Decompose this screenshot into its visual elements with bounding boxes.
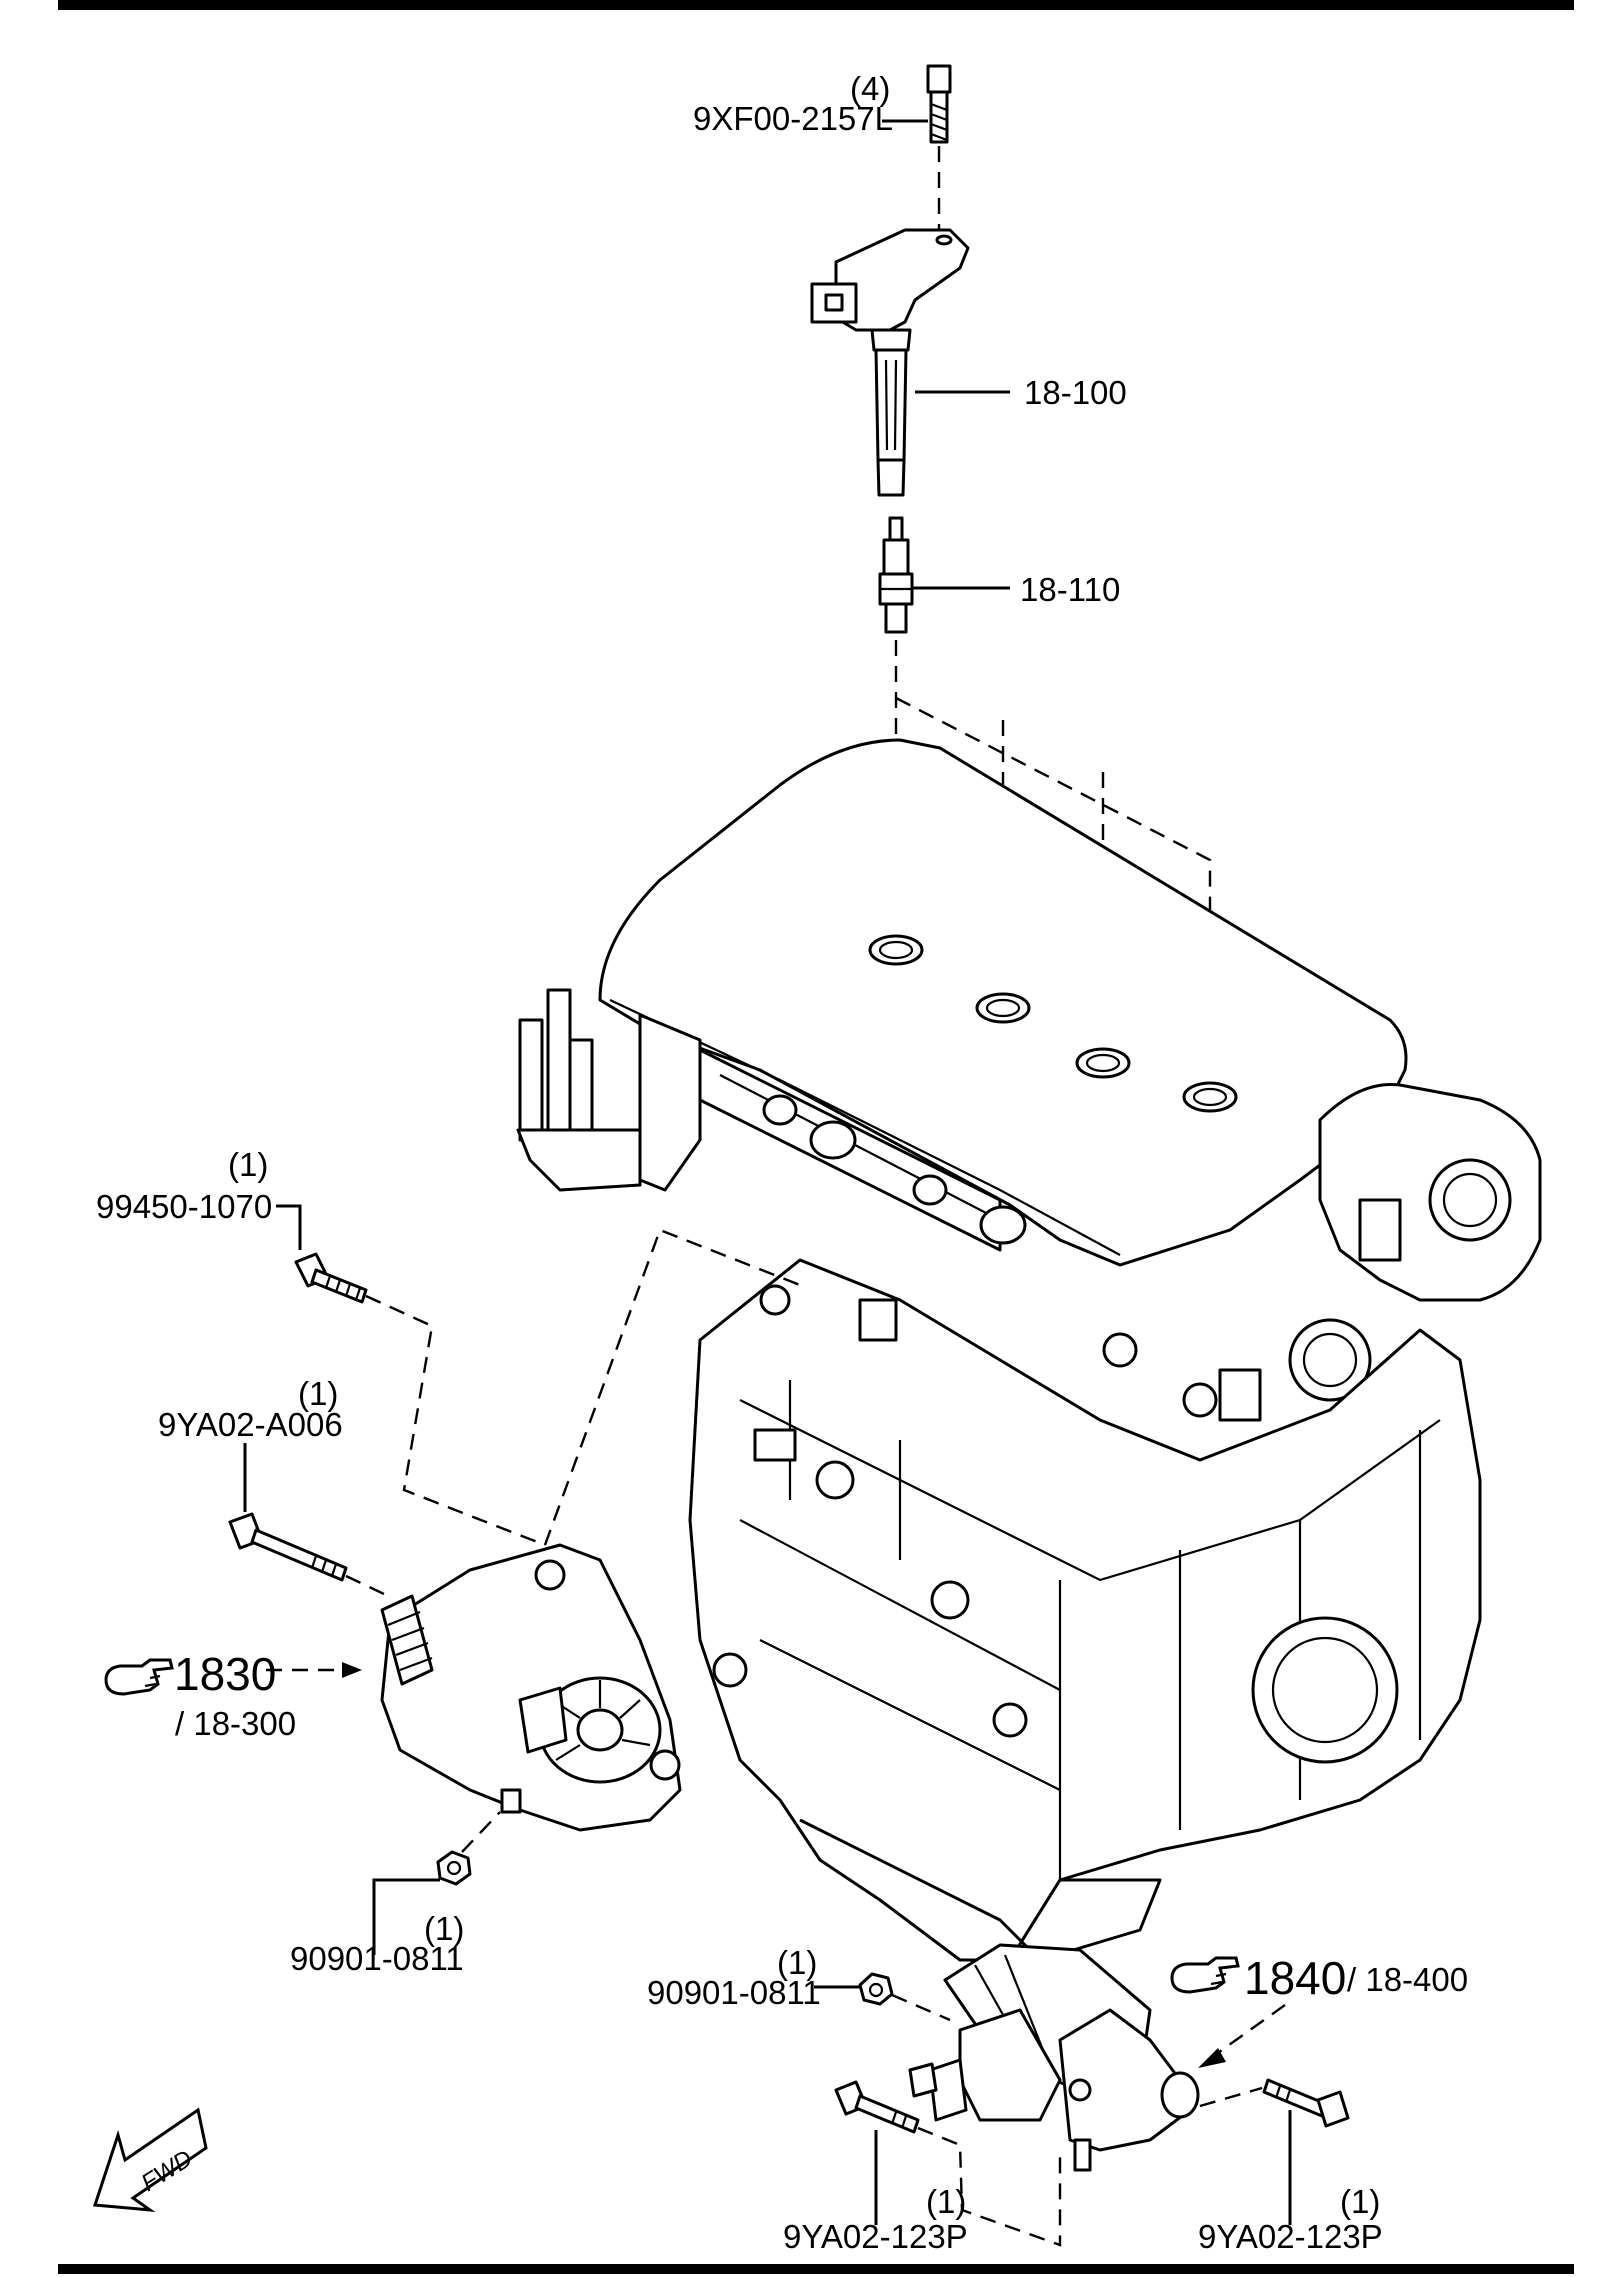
starter-right-bolt-part-number: 9YA02-123P [1198,2218,1383,2255]
ignition-coil-part-number: 18-100 [1024,374,1127,411]
pointing-hand-icon [1170,1956,1240,1994]
pointing-hand-icon [104,1658,174,1696]
starter-figure-ref: 1840 [1244,1952,1346,2004]
spark-plug-part-number: 18-110 [1020,571,1120,608]
alternator-figure-ref: 1830 [174,1648,276,1700]
coil-bolt-part-number: 9XF00-2157L [693,100,893,137]
engine-assembly [516,738,1542,1962]
starter-left-bolt-part-number: 9YA02-123P [783,2218,968,2255]
alt-lower-bolt-part-number: 9YA02-A006 [158,1406,343,1443]
alt-upper-bolt-qty: (1) [228,1146,268,1183]
starter-nut-qty: (1) [777,1944,817,1981]
bottom-border [58,2264,1574,2274]
starter-nut-part-number: 90901-0811 [647,1974,821,2011]
alt-lower-bolt-qty: (1) [298,1375,338,1412]
starter-bolt-left[interactable] [834,2080,920,2134]
starter-motor[interactable] [908,1943,1200,2172]
alt-nut-qty: (1) [424,1910,464,1947]
starter-nut[interactable] [858,1972,894,2006]
fwd-label: FWD [137,2145,198,2197]
alternator-nut[interactable] [436,1850,472,1886]
starter-bolt-right[interactable] [1262,2078,1350,2128]
top-border [58,0,1574,10]
starter-left-bolt-qty: (1) [926,2183,966,2220]
fwd-arrow-icon: FWD [92,2107,208,2213]
coil-bolt[interactable] [926,64,952,144]
alternator-upper-bolt[interactable] [294,1252,368,1304]
ignition-coil[interactable] [810,228,970,497]
alt-nut-part-number: 90901-0811 [290,1940,464,1977]
spark-plug[interactable] [878,516,914,634]
alternator[interactable] [380,1543,682,1832]
alternator-lower-bolt[interactable] [228,1512,348,1582]
coil-bolt-qty: (4) [850,70,890,107]
alt-upper-bolt-part-number: 99450-1070 [96,1188,272,1225]
alternator-part-ref: / 18-300 [175,1705,296,1742]
starter-right-bolt-qty: (1) [1340,2183,1380,2220]
starter-part-ref: / 18-400 [1347,1961,1468,1998]
